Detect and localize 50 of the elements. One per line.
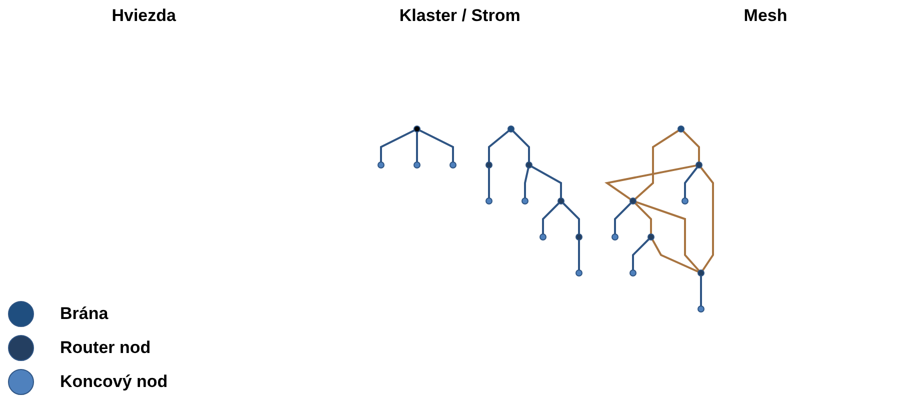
connector bbox=[488, 168, 490, 198]
connector bbox=[634, 202, 652, 234]
node-circle bbox=[449, 162, 456, 168]
connector bbox=[562, 202, 580, 234]
connector bbox=[524, 168, 529, 198]
node-circle bbox=[647, 234, 654, 240]
connector bbox=[488, 130, 509, 162]
node-circle bbox=[521, 198, 528, 204]
connector bbox=[632, 238, 650, 270]
connector bbox=[578, 240, 580, 270]
node-circle bbox=[539, 234, 546, 240]
connector bbox=[604, 164, 696, 200]
node-circle bbox=[677, 126, 684, 132]
node-circle bbox=[525, 162, 532, 168]
connector bbox=[635, 201, 700, 272]
node-circle bbox=[695, 162, 702, 168]
node-circle bbox=[681, 198, 688, 204]
node-circle bbox=[377, 162, 384, 168]
connector bbox=[530, 166, 562, 198]
connector bbox=[700, 166, 714, 272]
connector bbox=[416, 132, 418, 162]
node-circle bbox=[413, 126, 420, 132]
node-circle bbox=[629, 198, 636, 204]
node-circle bbox=[413, 162, 420, 168]
node-circle bbox=[507, 126, 514, 132]
node-circle bbox=[697, 306, 704, 312]
connector bbox=[700, 276, 702, 306]
connector bbox=[682, 130, 700, 162]
connector bbox=[418, 129, 454, 162]
node-circle bbox=[575, 234, 582, 240]
connector bbox=[684, 166, 698, 198]
node-circle bbox=[697, 270, 704, 276]
legend-label: Router nod bbox=[60, 338, 151, 358]
node-circle bbox=[485, 162, 492, 168]
connector bbox=[634, 130, 679, 200]
node-circle bbox=[485, 198, 492, 204]
connector bbox=[512, 130, 530, 162]
connector bbox=[614, 202, 632, 234]
topology-title: Mesh bbox=[744, 6, 788, 26]
topology-title: Klaster / Strom bbox=[399, 6, 520, 26]
connector bbox=[651, 239, 698, 273]
topology-title: Hviezda bbox=[112, 6, 176, 26]
legend-label: Brána bbox=[60, 304, 108, 324]
node-circle bbox=[611, 234, 618, 240]
node-circle bbox=[575, 270, 582, 276]
connector bbox=[542, 202, 560, 234]
connector bbox=[380, 129, 414, 162]
node-circle bbox=[629, 270, 636, 276]
node-circle bbox=[557, 198, 564, 204]
legend-label: Koncový nod bbox=[60, 372, 168, 392]
